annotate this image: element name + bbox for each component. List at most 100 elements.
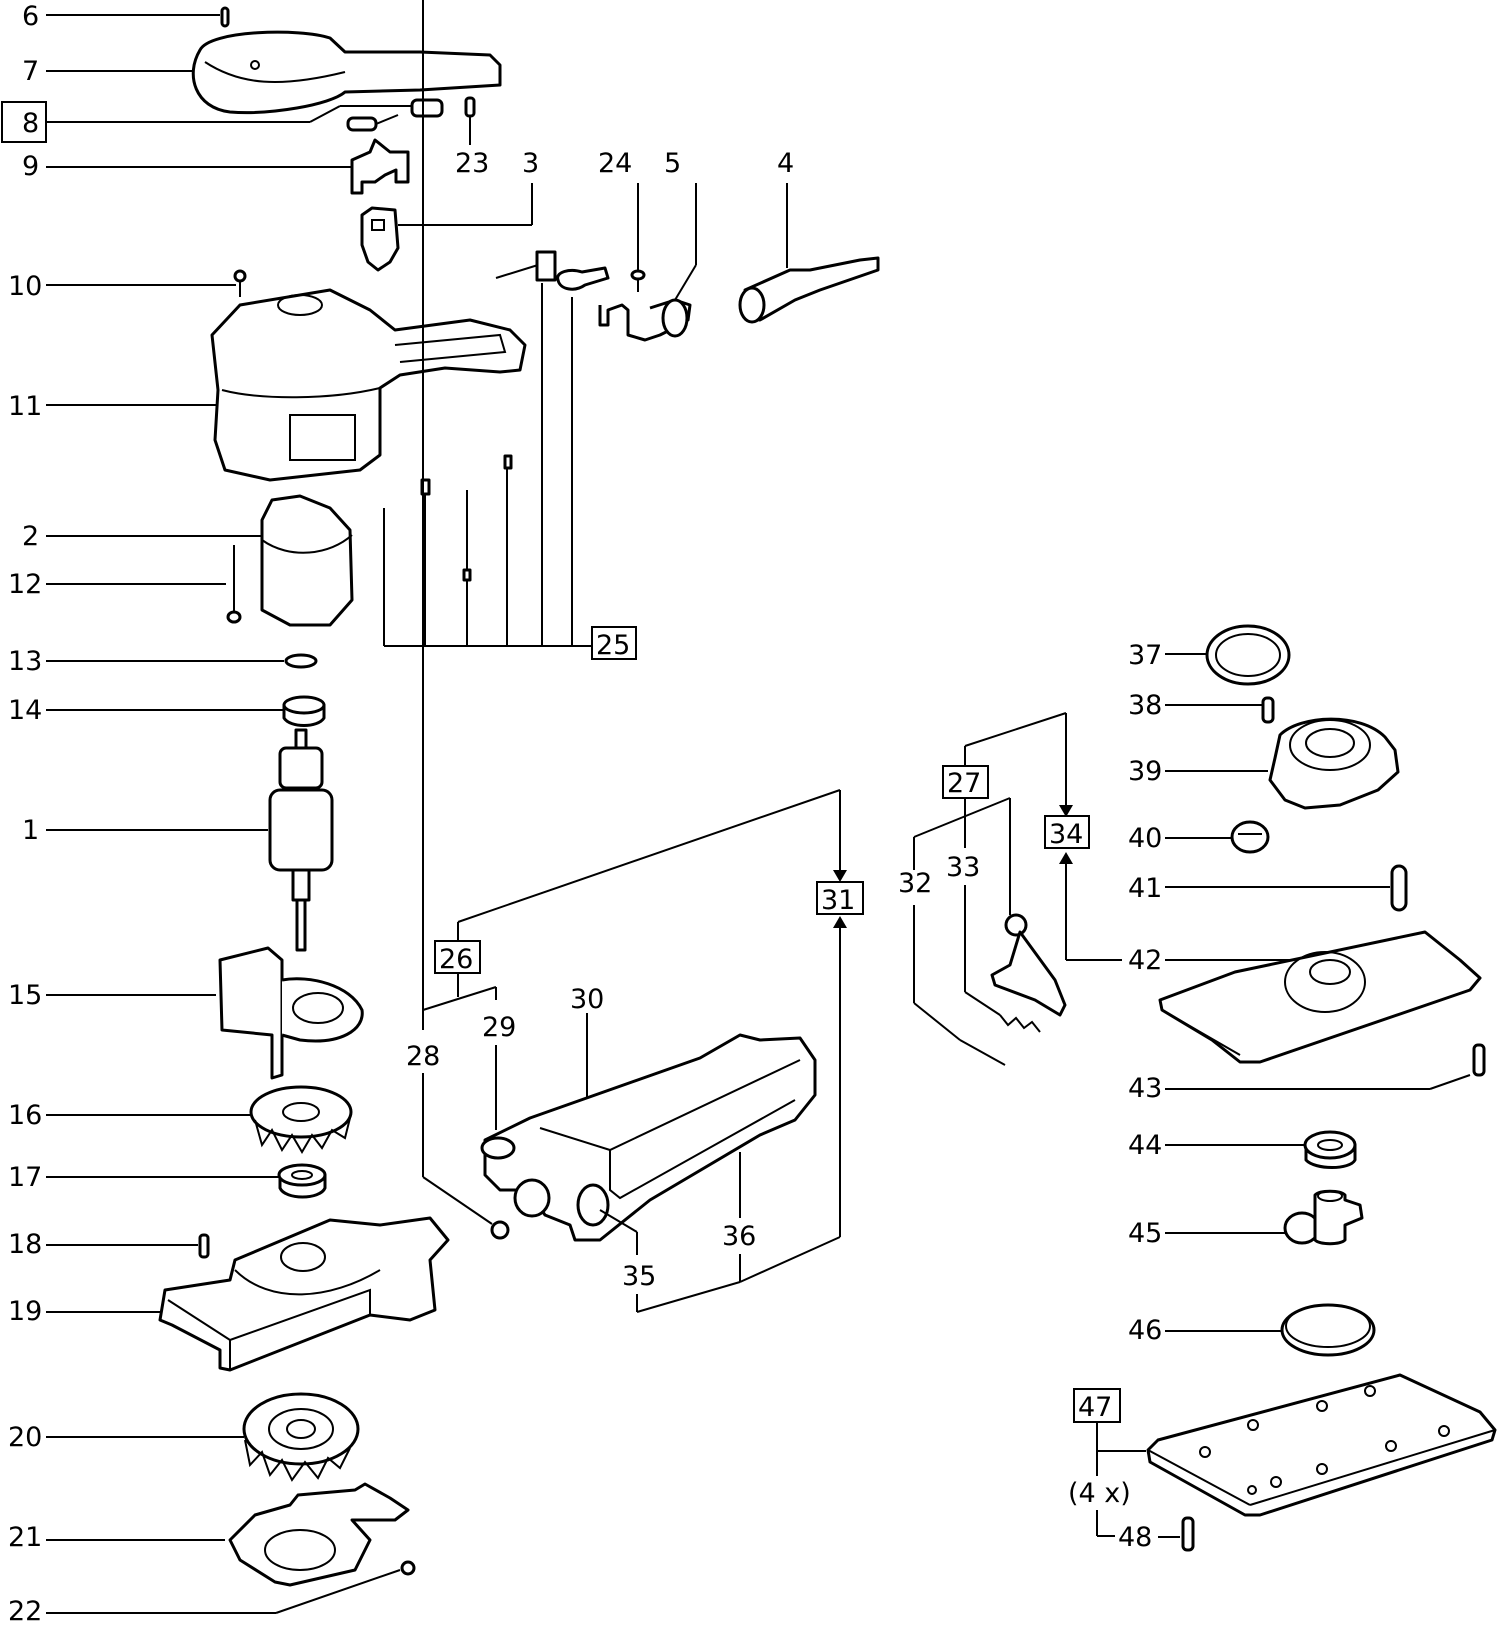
part-4-cable-sleeve[interactable]: [738, 256, 880, 324]
callout-12[interactable]: 12: [8, 569, 226, 600]
part-28-nut[interactable]: [490, 1220, 510, 1240]
part-19-gear-housing[interactable]: [158, 1216, 450, 1372]
callout-24[interactable]: 24: [598, 148, 639, 270]
part-number-label: 20: [8, 1422, 42, 1453]
part-15-air-guide[interactable]: [218, 946, 364, 1080]
callout-41[interactable]: 41: [1128, 873, 1390, 904]
callout-28[interactable]: 28: [406, 0, 493, 1225]
callout-48[interactable]: 48: [1118, 1522, 1180, 1553]
part-1-armature[interactable]: [268, 728, 334, 952]
part-42-base-plate[interactable]: [1158, 930, 1482, 1064]
part-46-ring[interactable]: [1280, 1303, 1376, 1357]
part-30-dust-extractor-housing[interactable]: [480, 1033, 817, 1242]
part-number-label: 30: [570, 984, 604, 1015]
part-39-bearing-housing[interactable]: [1268, 717, 1400, 810]
callout-26[interactable]: 26: [422, 789, 847, 1011]
callout-9[interactable]: 9: [22, 151, 352, 182]
part-6-screw[interactable]: [220, 6, 230, 28]
part-number-label: 42: [1128, 945, 1162, 976]
callout-23[interactable]: 23: [455, 115, 489, 179]
part-14-bearing[interactable]: [282, 695, 326, 727]
part-33-lever[interactable]: [990, 913, 1067, 1017]
part-17-bearing[interactable]: [277, 1163, 327, 1199]
callout-box: [1044, 815, 1090, 849]
callout-25[interactable]: 25: [383, 283, 637, 661]
part-20-fan[interactable]: [242, 1392, 360, 1482]
part-22-screw[interactable]: [400, 1560, 416, 1576]
callout-36[interactable]: 36: [722, 1152, 841, 1283]
callout-21[interactable]: 21: [8, 1522, 225, 1553]
callout-32[interactable]: 32: [898, 837, 961, 1041]
callout-46[interactable]: 46: [1128, 1315, 1282, 1346]
part-41-pin[interactable]: [1390, 864, 1408, 912]
callout-47[interactable]: 47 (4 x): [1068, 1388, 1146, 1537]
part-number-label: 6: [22, 1, 39, 32]
callout-19[interactable]: 19: [8, 1296, 160, 1327]
callout-4[interactable]: 4: [777, 148, 794, 268]
callout-16[interactable]: 16: [8, 1100, 250, 1131]
part-number-label: 33: [946, 852, 980, 883]
callout-33[interactable]: 33: [913, 797, 1011, 1016]
callout-29[interactable]: 29: [482, 1012, 516, 1130]
part-45-eccentric[interactable]: [1283, 1189, 1364, 1246]
part-10-screw[interactable]: [233, 269, 247, 297]
callout-38[interactable]: 38: [1128, 690, 1262, 721]
callout-11[interactable]: 11: [8, 391, 222, 422]
part-16-fan[interactable]: [249, 1085, 353, 1154]
part-18-screw[interactable]: [198, 1233, 210, 1259]
part-number-label: 38: [1128, 690, 1162, 721]
callout-31[interactable]: 31: [816, 881, 864, 1237]
part-37-seal-ring[interactable]: [1205, 624, 1291, 686]
part-25-carbon-brushes-and-wires[interactable]: [383, 250, 610, 585]
callout-3[interactable]: 3: [398, 148, 539, 226]
callout-20[interactable]: 20: [8, 1422, 244, 1453]
part-32-pin[interactable]: [959, 1039, 1006, 1066]
callout-7[interactable]: 7: [22, 56, 192, 87]
callout-43[interactable]: 43: [1128, 1073, 1471, 1104]
callout-42[interactable]: 42: [1128, 945, 1320, 976]
callout-6[interactable]: 6: [22, 1, 220, 32]
part-number-label: 31: [821, 885, 855, 916]
part-9-switch-clip[interactable]: [350, 138, 410, 195]
part-48-screw[interactable]: [1181, 1516, 1195, 1552]
callout-22[interactable]: 22: [8, 1569, 401, 1625]
callout-box: [816, 881, 864, 915]
callout-5[interactable]: 5: [664, 148, 697, 301]
callout-39[interactable]: 39: [1128, 756, 1268, 787]
part-40-nut[interactable]: [1230, 820, 1270, 854]
part-47-sanding-pad[interactable]: [1146, 1373, 1497, 1517]
part-8-brush-springs[interactable]: [346, 98, 444, 132]
callout-34[interactable]: 34: [1044, 815, 1122, 961]
callout-15[interactable]: 15: [8, 980, 216, 1011]
part-43-screw[interactable]: [1472, 1043, 1486, 1077]
callout-2[interactable]: 2: [22, 521, 262, 552]
part-33-spring[interactable]: [999, 1014, 1041, 1033]
part-11-motor-housing[interactable]: [210, 288, 527, 482]
part-23-screw[interactable]: [464, 96, 476, 118]
part-number-label: 10: [8, 271, 42, 302]
part-24-screw[interactable]: [630, 269, 646, 292]
callout-44[interactable]: 44: [1128, 1130, 1306, 1161]
part-7-top-cover[interactable]: [191, 30, 502, 115]
callout-17[interactable]: 17: [8, 1162, 279, 1193]
part-21-gasket-plate[interactable]: [228, 1482, 410, 1587]
callout-1[interactable]: 1: [22, 815, 268, 846]
part-12-screw[interactable]: [226, 545, 242, 624]
part-number-label: 35: [622, 1261, 656, 1292]
part-5-cable-clamp[interactable]: [598, 298, 692, 342]
part-3-switch[interactable]: [360, 206, 400, 272]
part-38-screw[interactable]: [1261, 696, 1275, 724]
callout-35[interactable]: 35: [599, 1209, 741, 1313]
callout-45[interactable]: 45: [1128, 1218, 1285, 1249]
part-2-stator[interactable]: [260, 494, 354, 627]
part-44-bearing[interactable]: [1303, 1130, 1357, 1169]
callout-10[interactable]: 10: [8, 271, 236, 302]
callout-13[interactable]: 13: [8, 646, 284, 677]
part-13-washer[interactable]: [284, 653, 318, 669]
callout-8[interactable]: 8: [1, 101, 415, 143]
callout-18[interactable]: 18: [8, 1229, 198, 1260]
callout-40[interactable]: 40: [1128, 823, 1232, 854]
callout-30[interactable]: 30: [570, 984, 604, 1098]
callout-27[interactable]: 27: [942, 712, 1073, 848]
callout-14[interactable]: 14: [8, 695, 284, 726]
